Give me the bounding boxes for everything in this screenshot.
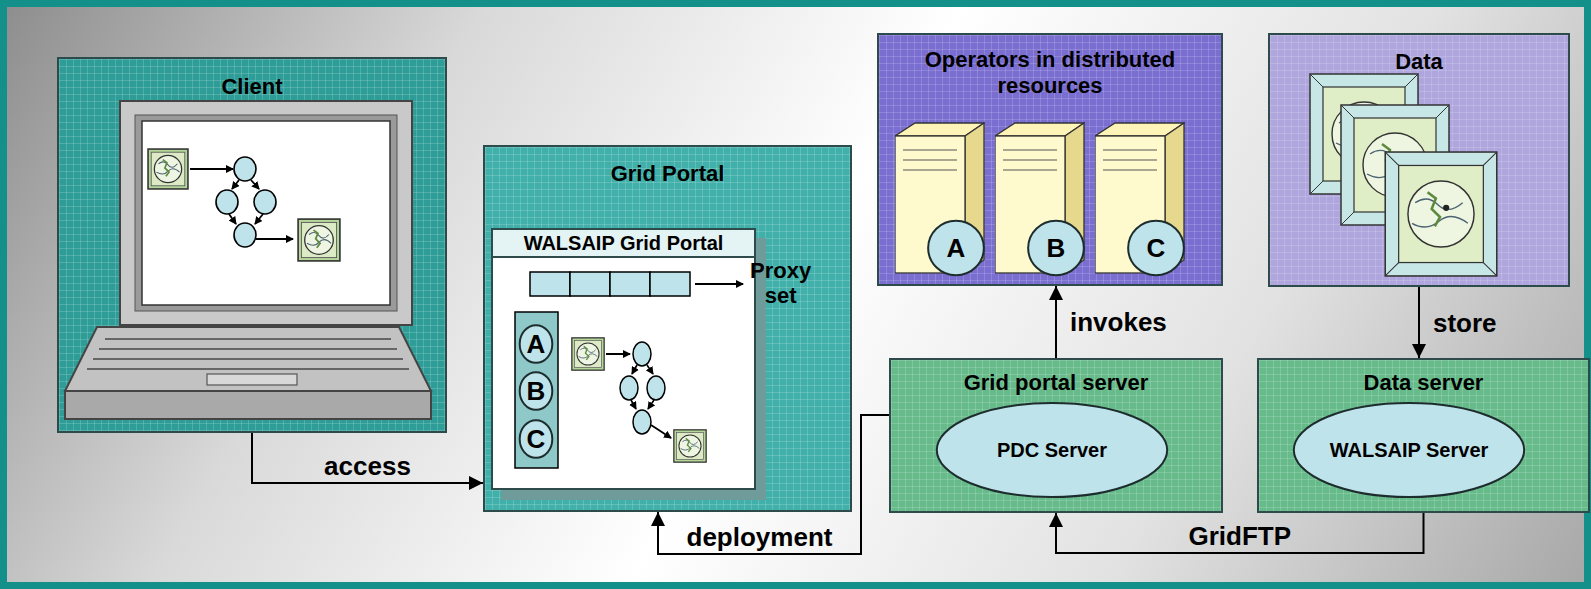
node-label: C [1147,234,1166,262]
laptop-illustration [57,57,437,433]
node-label: B [527,377,546,405]
connector [1056,513,1424,553]
arrow-head [651,512,665,526]
panel-title: WALSAIP Grid Portal [493,230,754,258]
node-label: WALSAIP Server [1330,438,1489,462]
operator-circle: B [1027,219,1085,277]
client-panel: Client [57,57,447,433]
panel-title: Operators in distributed resources [895,47,1205,99]
portal-window: WALSAIP Grid PortalABC [491,228,756,490]
panel-title: Data [1270,49,1568,75]
node-label: B [1047,234,1066,262]
node-label: PDC Server [997,438,1107,462]
panel-title: Data server [1259,370,1588,396]
server-ellipse: WALSAIP Server [1289,400,1529,500]
operator-circle: B [519,371,553,411]
operator-circle: C [519,419,553,459]
connector [252,433,483,483]
portal-panel: Grid Portal WALSAIP Grid PortalABC [483,145,852,512]
arrow-head [1412,344,1426,358]
operator-circle: A [519,324,553,364]
edge-label: invokes [1070,307,1167,337]
edge-label: access [324,451,411,481]
panel-title: Grid portal server [891,370,1221,396]
operators-panel: Operators in distributed resourcesA B C [877,33,1223,286]
node-label: A [947,234,966,262]
proxy-label: Proxy set [750,258,811,308]
edge-label: store [1433,308,1497,338]
node-label: A [527,330,546,358]
arrow-head [1049,513,1063,527]
edge-label: deployment [687,522,833,552]
server-box: Grid portal serverPDC Server [889,358,1223,513]
panel-title: Grid Portal [485,161,850,187]
operator-circle: C [1127,219,1185,277]
server-box: Data serverWALSAIP Server [1257,358,1590,513]
node-label: C [527,425,546,453]
arrow-head [469,476,483,490]
server-ellipse: PDC Server [932,400,1172,500]
operator-circle: A [927,219,985,277]
edge-label: GridFTP [1188,521,1291,551]
arrow-head [1049,286,1063,300]
panel-title: Client [59,74,445,100]
data-panel: Data [1268,33,1570,287]
